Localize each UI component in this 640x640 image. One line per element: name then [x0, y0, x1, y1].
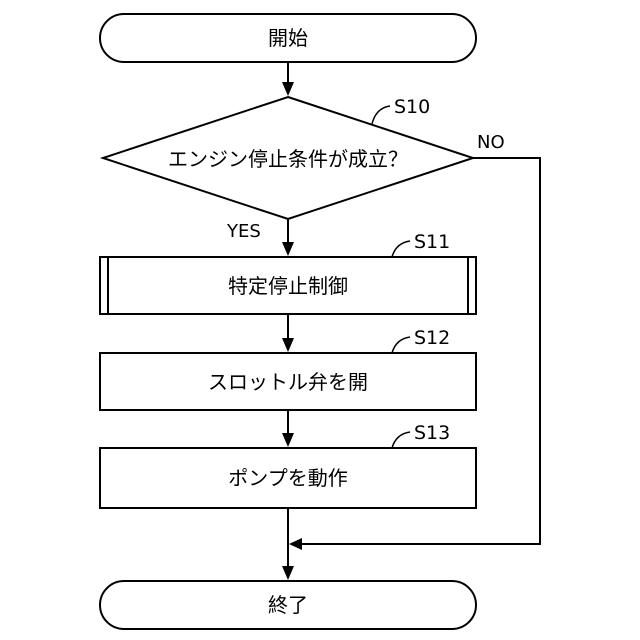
- connector-start-to-decision: [282, 62, 294, 96]
- connector-s11-to-s12: [282, 314, 294, 352]
- connector-s12-to-s13: [282, 410, 294, 447]
- step-label-s12: S12: [392, 327, 450, 353]
- process-s12-box: スロットル弁を開: [100, 353, 476, 410]
- branch-yes-path: YES: [226, 219, 294, 256]
- branch-yes-label: YES: [226, 221, 261, 242]
- branch-no-label: NO: [477, 132, 505, 153]
- step-id-s11: S11: [414, 231, 450, 253]
- end-label: 終了: [268, 593, 308, 617]
- process-s11-box: 特定停止制御: [100, 257, 476, 314]
- start-label: 開始: [268, 26, 308, 50]
- arrowhead-icon: [282, 433, 294, 447]
- process-s11-label: 特定停止制御: [228, 274, 348, 298]
- arrowhead-icon: [282, 338, 294, 352]
- process-s12-label: スロットル弁を開: [208, 370, 368, 394]
- step-label-s13: S13: [392, 422, 450, 448]
- step-label-s11: S11: [392, 231, 450, 257]
- step-id-s13: S13: [414, 422, 450, 444]
- step-label-s10: S10: [372, 96, 430, 124]
- process-s13-box: ポンプを動作: [100, 448, 476, 508]
- arrowhead-icon: [282, 82, 294, 96]
- arrowhead-icon: [289, 538, 302, 550]
- step-id-s12: S12: [414, 327, 450, 349]
- end-terminal: 終了: [100, 581, 476, 629]
- decision-label: エンジン停止条件が成立？: [168, 147, 408, 171]
- step-id-s10: S10: [394, 96, 430, 118]
- process-s13-label: ポンプを動作: [228, 466, 347, 490]
- arrowhead-icon: [282, 242, 294, 256]
- arrowhead-icon: [282, 566, 294, 580]
- start-terminal: 開始: [100, 14, 476, 62]
